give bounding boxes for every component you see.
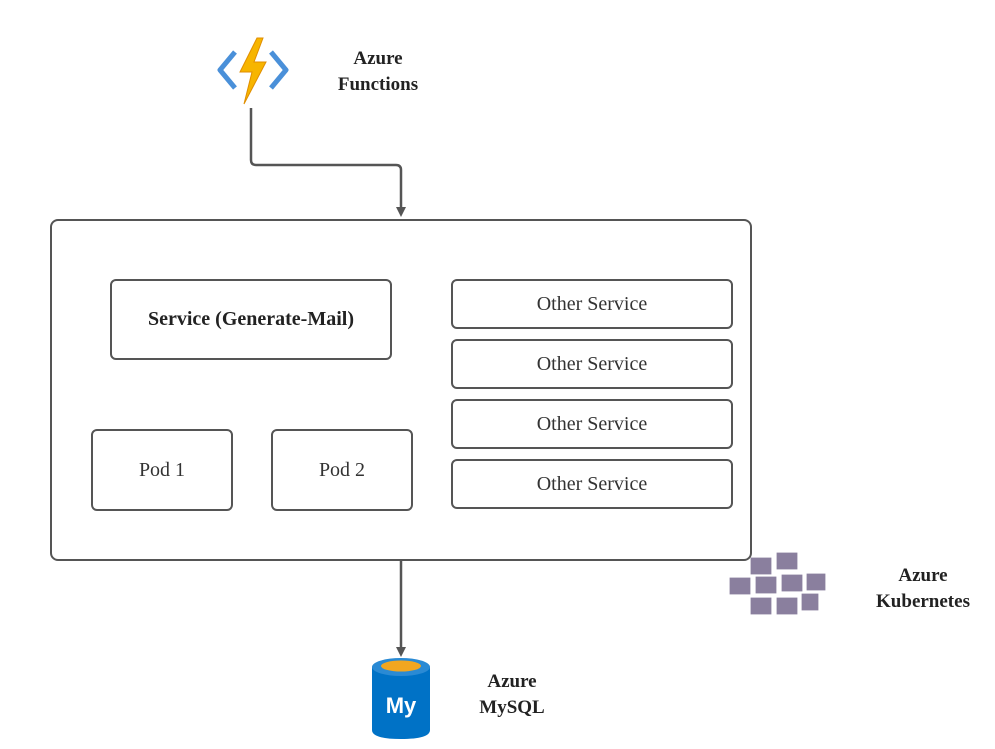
azure-functions-label-line1: Azure — [353, 48, 403, 69]
other-service-label: Other Service — [536, 412, 648, 435]
other-service-label: Other Service — [536, 472, 648, 495]
pod-2-label: Pod 2 — [318, 458, 366, 481]
service-generate-mail-node: Service (Generate-Mail) — [110, 279, 392, 360]
other-service-node: Other Service — [451, 459, 733, 509]
azure-mysql-label-line2: MySQL — [479, 697, 545, 718]
azure-kubernetes-label-line1: Azure — [898, 565, 948, 586]
other-service-node: Other Service — [451, 339, 733, 389]
pod-2-node: Pod 2 — [271, 429, 413, 511]
other-service-node: Other Service — [451, 399, 733, 449]
other-service-label: Other Service — [536, 352, 648, 375]
azure-functions-label-line2: Functions — [337, 74, 419, 95]
azure-functions-label: Azure Functions — [318, 46, 438, 98]
pod-1-label: Pod 1 — [138, 458, 186, 481]
functions-to-cluster-connector — [249, 108, 406, 217]
other-service-label: Other Service — [536, 292, 648, 315]
azure-mysql-icon: My — [372, 658, 430, 739]
service-generate-mail-label: Service (Generate-Mail) — [147, 308, 354, 330]
azure-mysql-label: Azure MySQL — [462, 669, 562, 721]
azure-functions-icon — [217, 37, 289, 105]
azure-kubernetes-label-line2: Kubernetes — [876, 591, 970, 612]
pod-1-node: Pod 1 — [91, 429, 233, 511]
azure-kubernetes-icon — [728, 551, 827, 616]
mysql-icon-text: My — [386, 693, 417, 718]
azure-mysql-label-line1: Azure — [487, 671, 537, 692]
other-service-node: Other Service — [451, 279, 733, 329]
azure-kubernetes-label: Azure Kubernetes — [858, 563, 988, 615]
